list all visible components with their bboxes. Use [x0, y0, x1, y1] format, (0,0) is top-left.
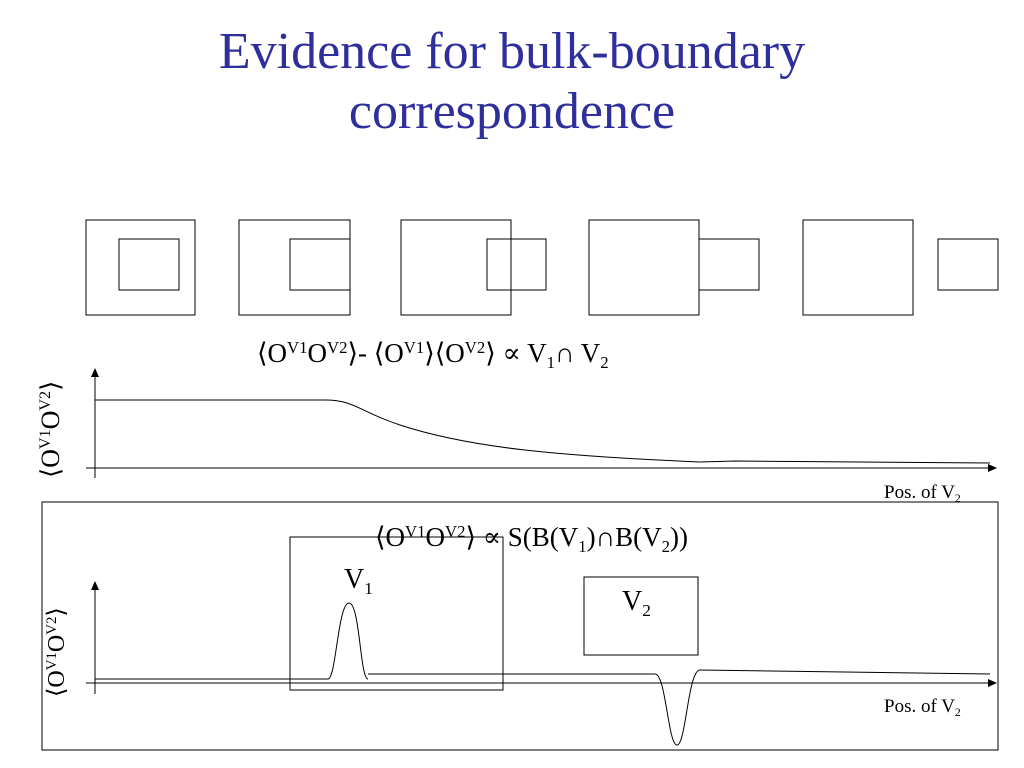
- bottom-x-axis-label: Pos. of V2: [884, 696, 961, 718]
- formula-sup: V1: [405, 521, 426, 541]
- v1-label-text: V: [344, 564, 365, 595]
- ylabel-part: O: [44, 634, 70, 653]
- formula-sub: 2: [661, 536, 671, 556]
- ylabel-part: ⟨O: [44, 670, 70, 697]
- formula-part: ⟨O: [375, 522, 406, 552]
- bulk-region-box: [238, 219, 351, 316]
- formula-sup: V1: [287, 337, 308, 357]
- top-plot: [86, 368, 997, 478]
- bottom-formula: ⟨OV1OV2⟩ ∝ S(B(V1)∩B(V2)): [375, 521, 688, 556]
- overlap-pair-4: [588, 219, 760, 316]
- boundary-region-box: [118, 238, 180, 291]
- boundary-region-box: [289, 238, 351, 291]
- title-line-2: correspondence: [348, 83, 676, 140]
- formula-sub: 1: [546, 352, 555, 372]
- formula-sup: V1: [403, 337, 425, 357]
- formula-sub: 2: [600, 352, 609, 372]
- bottom-panel-frame: [41, 501, 999, 751]
- top-formula: ⟨OV1OV2⟩- ⟨OV1⟩⟨OV2⟩ ∝ V1∩ V2: [257, 337, 609, 372]
- v2-label: V2: [622, 586, 651, 621]
- formula-part: )): [670, 522, 688, 552]
- top-x-axis-label: Pos. of V2: [884, 482, 961, 504]
- overlap-pair-3: [400, 219, 547, 316]
- v1-region-box: [289, 536, 504, 691]
- boundary-region-box: [698, 238, 760, 291]
- xlabel-text: Pos. of V: [884, 696, 955, 717]
- ylabel-sup: V1: [37, 429, 55, 450]
- ylabel-sup: V2: [37, 390, 55, 411]
- formula-sup: V2: [445, 521, 466, 541]
- xlabel-sub: 2: [954, 492, 961, 506]
- title-line-1: Evidence for bulk-boundary: [218, 23, 806, 80]
- formula-part: ⟩⟨O: [424, 338, 465, 368]
- formula-part: O: [307, 338, 328, 368]
- ylabel-sup: V1: [43, 652, 60, 671]
- formula-part: ⟩- ⟨O: [347, 338, 404, 368]
- v1-label-sub: 1: [364, 579, 373, 599]
- formula-part: ⟩ ∝ S(B(V: [465, 522, 579, 552]
- formula-part: ⟩ ∝ V: [485, 338, 547, 368]
- bulk-region-box: [85, 219, 196, 316]
- formula-part: O: [425, 522, 446, 552]
- v2-region-box: [583, 576, 699, 656]
- overlap-pair-5: [802, 219, 999, 316]
- xlabel-sub: 2: [954, 706, 961, 720]
- bottom-y-axis-label: ⟨OV1OV2⟩: [42, 607, 71, 697]
- bulk-region-box: [588, 219, 700, 316]
- formula-sup: V2: [464, 337, 486, 357]
- bottom-plot: [41, 501, 999, 751]
- ylabel-part: ⟨O: [36, 449, 65, 478]
- xlabel-text: Pos. of V: [884, 482, 955, 503]
- bottom-correlation-curve: [95, 602, 991, 746]
- ylabel-part: O: [36, 410, 65, 430]
- formula-part: ⟨O: [257, 338, 288, 368]
- top-y-axis-label: ⟨OV1OV2⟩: [36, 381, 66, 478]
- formula-part: ∩ V: [554, 338, 601, 368]
- slide-title: Evidence for bulk-boundary correspondenc…: [0, 22, 1024, 142]
- overlap-pair-1: [85, 219, 196, 316]
- ylabel-sup: V2: [43, 616, 60, 635]
- overlap-pair-2: [238, 219, 351, 316]
- boundary-region-box: [486, 238, 547, 291]
- v2-label-text: V: [622, 586, 643, 617]
- top-correlation-curve: [95, 399, 991, 464]
- ylabel-part: ⟩: [44, 607, 70, 617]
- formula-sub: 1: [578, 536, 587, 556]
- ylabel-part: ⟩: [36, 380, 65, 391]
- v1-label: V1: [344, 564, 373, 599]
- formula-sup: V2: [327, 337, 348, 357]
- bulk-region-box: [802, 219, 914, 316]
- v2-label-sub: 2: [642, 601, 651, 621]
- bulk-region-box: [400, 219, 512, 316]
- overlap-sequence: [85, 219, 999, 316]
- boundary-region-box: [937, 238, 999, 291]
- formula-part: )∩B(V: [586, 522, 662, 552]
